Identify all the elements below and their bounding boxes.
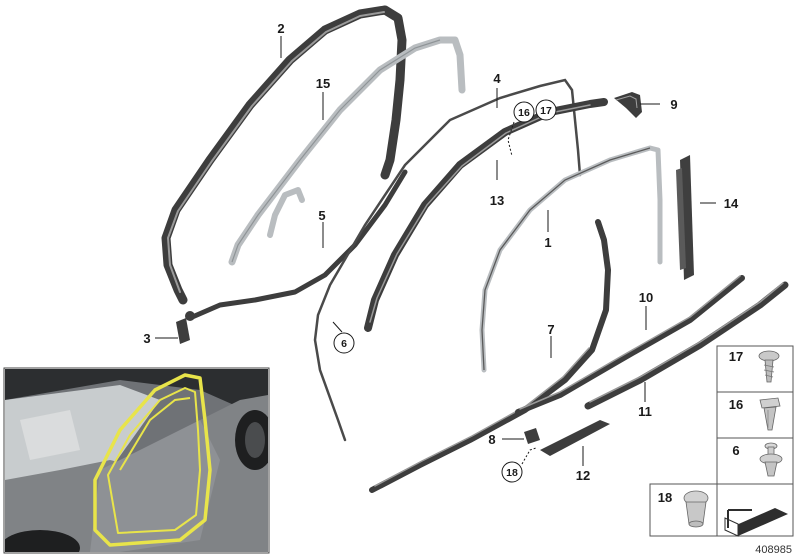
- callout-1: 1: [544, 235, 551, 250]
- part-8-bracket: [524, 428, 540, 444]
- part-5-lower-seal: [185, 169, 408, 321]
- screw-icon: [758, 350, 780, 383]
- part-9-triangle-piece: [614, 92, 642, 118]
- callout-labels: 1 2 3 4 5 7 8 9 10 11 12 13 14 15: [143, 21, 739, 483]
- callout-10: 10: [639, 290, 653, 305]
- circled-callout-6: 6: [333, 332, 355, 354]
- callout-12: 12: [576, 468, 590, 483]
- push-rivet-icon: [759, 442, 783, 477]
- callout-8: 8: [488, 432, 495, 447]
- trim-strip-icon: [724, 508, 788, 537]
- callout-14: 14: [724, 196, 739, 211]
- circled-callout-18: 18: [501, 461, 523, 483]
- legend-num-16: 16: [729, 397, 743, 412]
- part-3-clip: [176, 318, 190, 344]
- part-11-long-strip: [584, 281, 789, 410]
- part-4-thin-molding: [313, 78, 582, 442]
- callout-4: 4: [493, 71, 501, 86]
- part-7-lower-curved-seal: [369, 219, 611, 493]
- part-2-door-frame-seal: [161, 5, 407, 305]
- legend-num-6: 6: [732, 443, 739, 458]
- part-15-inner-frame-seal: [228, 36, 466, 266]
- svg-text:18: 18: [506, 467, 518, 479]
- svg-text:17: 17: [540, 105, 552, 117]
- part-1-window-channel: [479, 145, 663, 373]
- svg-text:6: 6: [341, 338, 347, 350]
- leader-lines: [155, 36, 716, 466]
- callout-11: 11: [638, 404, 652, 419]
- legend-num-18: 18: [658, 490, 672, 505]
- callout-13: 13: [490, 193, 504, 208]
- circled-callout-17: 17: [535, 99, 557, 121]
- part-12-bottom-trim: [540, 420, 610, 456]
- circled-callout-16: 16: [513, 101, 535, 123]
- part-14-vertical-trim: [676, 155, 694, 280]
- callout-7: 7: [547, 322, 554, 337]
- diagram-id: 408985: [755, 544, 792, 556]
- plug-icon: [683, 490, 709, 528]
- callout-15: 15: [316, 76, 330, 91]
- callout-5: 5: [318, 208, 325, 223]
- legend-num-17: 17: [729, 349, 743, 364]
- car-inset-photo: [3, 367, 270, 554]
- callout-2: 2: [277, 21, 284, 36]
- fastener-legend: 17 16 6 18: [649, 345, 794, 537]
- expanding-clip-icon: [759, 397, 781, 431]
- svg-text:16: 16: [518, 107, 530, 119]
- callout-3: 3: [143, 331, 150, 346]
- callout-9: 9: [670, 97, 677, 112]
- part-10-long-strip: [515, 275, 745, 415]
